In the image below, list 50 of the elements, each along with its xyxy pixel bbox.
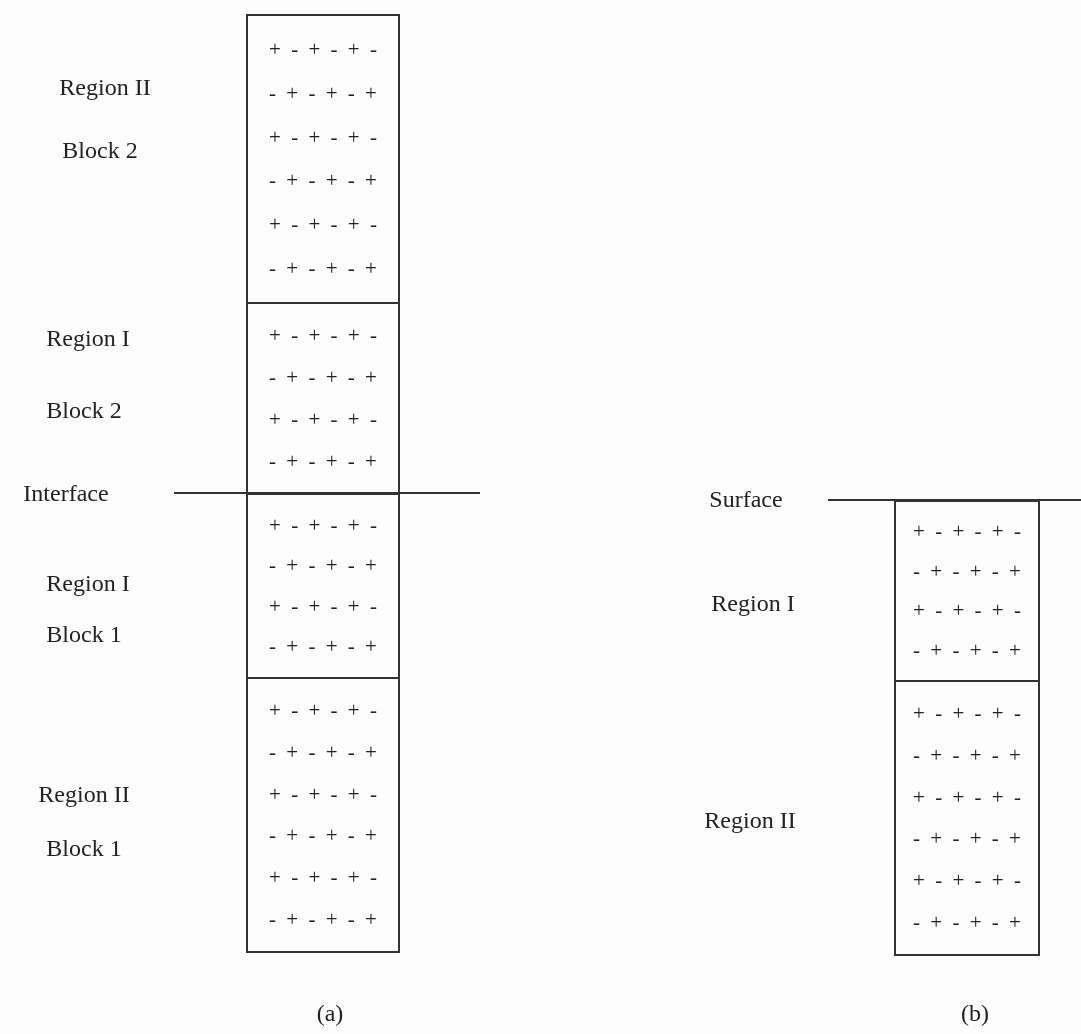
charge-row: - + - + - +: [269, 636, 377, 658]
charge-row: - + - + - +: [269, 258, 377, 280]
charge-row: - + - + - +: [269, 367, 377, 388]
charge-row: + - + - + -: [913, 786, 1021, 808]
charge-row: + - + - + -: [269, 699, 377, 721]
region-label: Region I: [711, 591, 795, 615]
charge-row: - + - + - +: [913, 828, 1021, 850]
charge-row: + - + - + -: [913, 600, 1021, 622]
charge-block: [246, 14, 400, 304]
region-label: Block 1: [46, 836, 122, 860]
charge-row: - + - + - +: [269, 909, 377, 931]
charge-row: + - + - + -: [269, 38, 377, 60]
charge-row: - + - + - +: [913, 560, 1021, 582]
charge-row: - + - + - +: [269, 451, 377, 472]
charge-row: + - + - + -: [269, 514, 377, 536]
charge-row: + - + - + -: [269, 783, 377, 805]
charge-row: + - + - + -: [913, 870, 1021, 892]
charge-block: [246, 302, 400, 495]
charge-row: - + - + - +: [913, 912, 1021, 934]
charge-row: + - + - + -: [913, 520, 1021, 542]
charge-row: - + - + - +: [913, 640, 1021, 662]
region-label: Region I: [46, 326, 130, 350]
charge-row: + - + - + -: [269, 126, 377, 148]
region-label: Region II: [59, 75, 151, 99]
region-label: Region II: [38, 782, 130, 806]
charge-row: + - + - + -: [269, 867, 377, 889]
region-label: Block 1: [46, 622, 122, 646]
region-label: Region II: [704, 808, 796, 832]
panel-label: (a): [316, 1001, 344, 1025]
charge-row: + - + - + -: [269, 409, 377, 430]
charge-row: - + - + - +: [269, 82, 377, 104]
charge-row: - + - + - +: [269, 825, 377, 847]
charge-block: [894, 680, 1040, 956]
charge-row: + - + - + -: [269, 595, 377, 617]
charge-block: [246, 677, 400, 953]
charge-row: + - + - + -: [269, 214, 377, 236]
charge-row: + - + - + -: [913, 702, 1021, 724]
charge-block: [246, 493, 400, 679]
surface-label: Surface: [709, 487, 783, 511]
charge-row: - + - + - +: [269, 741, 377, 763]
charge-row: - + - + - +: [269, 170, 377, 192]
interface-label: Interface: [23, 481, 109, 505]
region-label: Region I: [46, 571, 130, 595]
charge-row: + - + - + -: [269, 325, 377, 346]
charge-row: - + - + - +: [913, 744, 1021, 766]
charge-row: - + - + - +: [269, 555, 377, 577]
region-label: Block 2: [46, 398, 122, 422]
region-label: Block 2: [62, 138, 138, 162]
panel-label: (b): [961, 1001, 989, 1025]
charge-block: [894, 500, 1040, 682]
